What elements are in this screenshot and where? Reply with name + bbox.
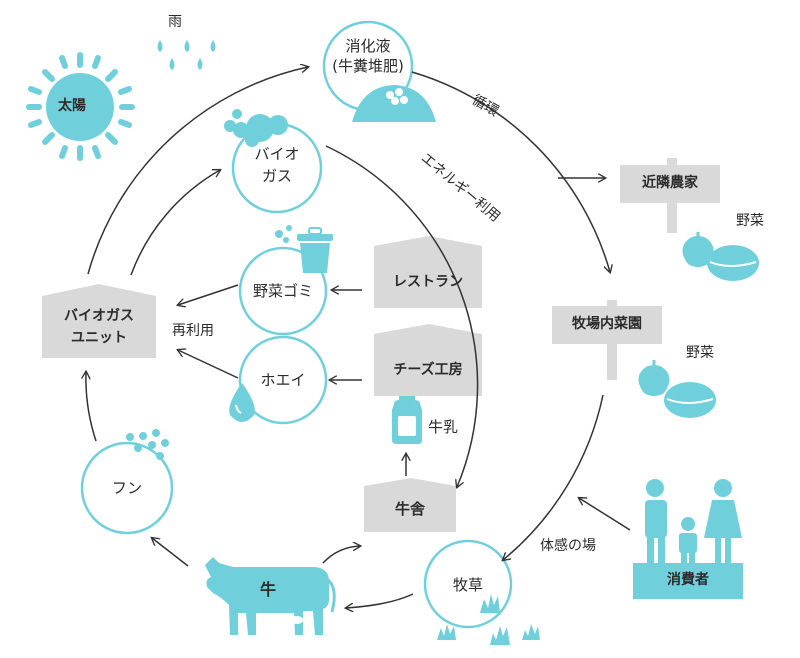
arrow-garden-to-pasture — [503, 394, 604, 560]
consumers-label: 消費者 — [667, 572, 709, 588]
arrow-energy-use — [325, 145, 479, 487]
digestate-label-line1: 消化液 — [345, 37, 391, 55]
whey-circle — [238, 335, 328, 425]
milk-label: 牛乳 — [428, 418, 459, 436]
sun-label: 太陽 — [58, 98, 86, 114]
arrow-whey-to-unit — [178, 350, 239, 379]
farm-garden-signpost — [552, 300, 662, 380]
arrow-cow-to-dung — [152, 538, 189, 567]
biogas-unit-sign — [42, 284, 156, 358]
arrow-unit-to-biogas — [130, 170, 220, 276]
biogas-label-line1: バイオ — [254, 145, 300, 163]
vegetables-icon-1 — [682, 232, 759, 281]
restaurant-label: レストラン — [393, 274, 463, 290]
cheese-workshop-sign — [374, 324, 482, 396]
neighbor-farmer-label: 近隣農家 — [642, 175, 698, 191]
arrow-circulation — [411, 71, 610, 272]
vegetables-icon-2 — [638, 360, 716, 418]
arrow-consumers-to-farm — [579, 498, 631, 531]
barn-label: 牛舎 — [394, 500, 425, 518]
whey-label: ホエイ — [260, 371, 306, 389]
barn-sign — [364, 478, 456, 532]
arrow-vegwaste-to-unit — [178, 284, 239, 305]
pasture-label: 牧草 — [452, 576, 483, 594]
cow-label: 牛 — [260, 580, 277, 599]
whey-drop-icon — [229, 383, 255, 422]
grass-icon — [437, 594, 540, 645]
cow-icon — [205, 557, 336, 635]
experience-label: 体感の場 — [540, 538, 596, 554]
neighbor-farmer-signpost — [620, 158, 720, 233]
rain-label: 雨 — [168, 14, 182, 30]
biogas-unit-label-line1: バイオガス — [64, 308, 134, 324]
pasture-circle — [423, 539, 513, 629]
dung-dots-icon — [126, 429, 169, 460]
rain-drops-icon — [157, 40, 216, 70]
sun-icon — [26, 52, 135, 161]
milk-bottle-icon — [392, 391, 422, 444]
people-icon — [645, 479, 742, 566]
reuse-label: 再利用 — [172, 323, 214, 339]
dung-label: フン — [111, 479, 143, 497]
biogas-label-line2: ガス — [261, 167, 292, 185]
arrow-dung-to-unit — [86, 372, 97, 442]
arrow-unit-to-digestate — [87, 67, 308, 275]
biogas-unit-label-line2: ユニット — [71, 330, 127, 346]
vegetables-label-2: 野菜 — [686, 345, 714, 361]
dung-circle — [80, 441, 174, 535]
trash-can-icon — [275, 225, 333, 273]
vegetables-label-1: 野菜 — [736, 213, 764, 229]
restaurant-sign — [374, 236, 482, 308]
gas-bubbles-icon — [224, 109, 288, 147]
veg-waste-circle — [238, 246, 328, 336]
arrow-cow-to-barn — [322, 546, 360, 564]
cheese-workshop-label: チーズ工房 — [393, 362, 463, 378]
consumers-sign — [633, 563, 743, 599]
arrow-pasture-to-cow — [346, 593, 414, 608]
farm-garden-label: 牧場内菜園 — [572, 316, 642, 332]
compost-heap-icon — [352, 85, 436, 122]
veg-waste-label: 野菜ゴミ — [252, 282, 313, 300]
digestate-label-line2: (牛糞堆肥) — [332, 57, 404, 75]
